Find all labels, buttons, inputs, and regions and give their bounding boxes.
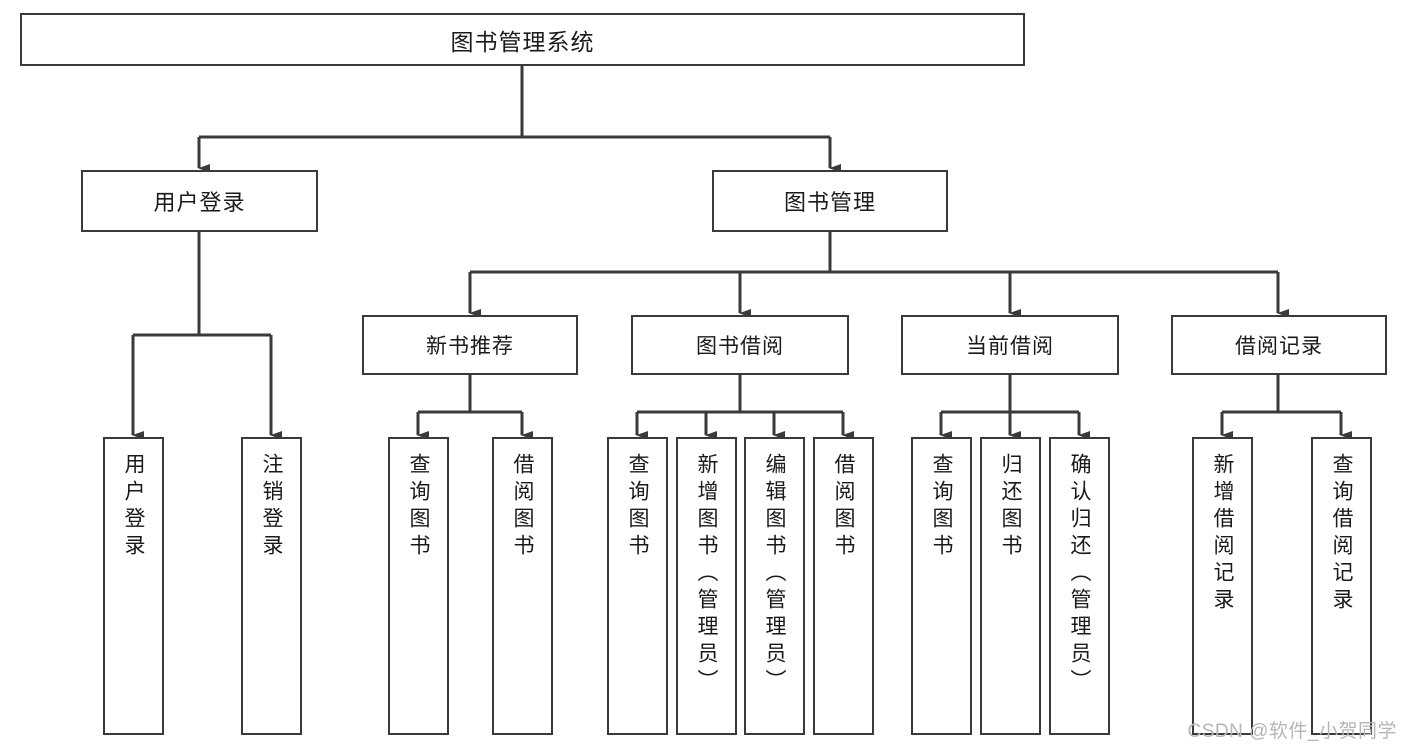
- node-current-borrow[interactable]: 当前借阅: [901, 315, 1119, 375]
- node-book-management[interactable]: 图书管理: [712, 170, 948, 232]
- node-user-login[interactable]: 用户登录: [81, 170, 318, 232]
- node-label: 确认归还（管理员）: [1068, 453, 1091, 696]
- watermark: CSDN @软件_小贺同学: [1187, 721, 1397, 742]
- node-label: 借阅图书: [832, 453, 855, 561]
- node-borrow-record[interactable]: 借阅记录: [1171, 315, 1387, 375]
- node-root-system[interactable]: 图书管理系统: [20, 13, 1025, 66]
- node-label: 新书推荐: [426, 335, 514, 358]
- node-label: 查询图书: [930, 453, 953, 561]
- node-label: 查询图书: [407, 453, 430, 561]
- leaf-add-borrow-record[interactable]: 新增借阅记录: [1192, 437, 1253, 735]
- node-label: 借阅图书: [511, 453, 534, 561]
- node-label: 图书管理: [783, 190, 876, 215]
- node-label: 归还图书: [999, 453, 1022, 561]
- leaf-edit-book-admin[interactable]: 编辑图书（管理员）: [744, 437, 805, 735]
- node-label: 新增图书（管理员）: [695, 453, 718, 696]
- node-book-borrow[interactable]: 图书借阅: [631, 315, 849, 375]
- leaf-borrow-book[interactable]: 借阅图书: [813, 437, 874, 735]
- leaf-query-book-current[interactable]: 查询图书: [911, 437, 972, 735]
- node-new-book-recommend[interactable]: 新书推荐: [362, 315, 578, 375]
- leaf-query-book-borrow[interactable]: 查询图书: [607, 437, 668, 735]
- node-label: 查询图书: [626, 453, 649, 561]
- leaf-add-book-admin[interactable]: 新增图书（管理员）: [676, 437, 737, 735]
- node-label: 用户登录: [153, 190, 246, 215]
- node-label: 借阅记录: [1235, 335, 1323, 358]
- node-label: 图书借阅: [696, 335, 784, 358]
- node-label: 图书管理系统: [450, 28, 595, 55]
- leaf-borrow-book-recommend[interactable]: 借阅图书: [492, 437, 553, 735]
- leaf-user-login[interactable]: 用户登录: [103, 437, 164, 735]
- node-label: 新增借阅记录: [1211, 453, 1234, 615]
- leaf-return-book[interactable]: 归还图书: [980, 437, 1041, 735]
- node-label: 编辑图书（管理员）: [763, 453, 786, 696]
- leaf-logout[interactable]: 注销登录: [241, 437, 302, 735]
- node-label: 当前借阅: [966, 335, 1054, 358]
- leaf-query-borrow-record[interactable]: 查询借阅记录: [1311, 437, 1372, 735]
- leaf-confirm-return-admin[interactable]: 确认归还（管理员）: [1049, 437, 1110, 735]
- node-label: 查询借阅记录: [1330, 453, 1353, 615]
- leaf-query-book-recommend[interactable]: 查询图书: [388, 437, 449, 735]
- node-label: 注销登录: [260, 453, 283, 561]
- node-label: 用户登录: [122, 453, 145, 561]
